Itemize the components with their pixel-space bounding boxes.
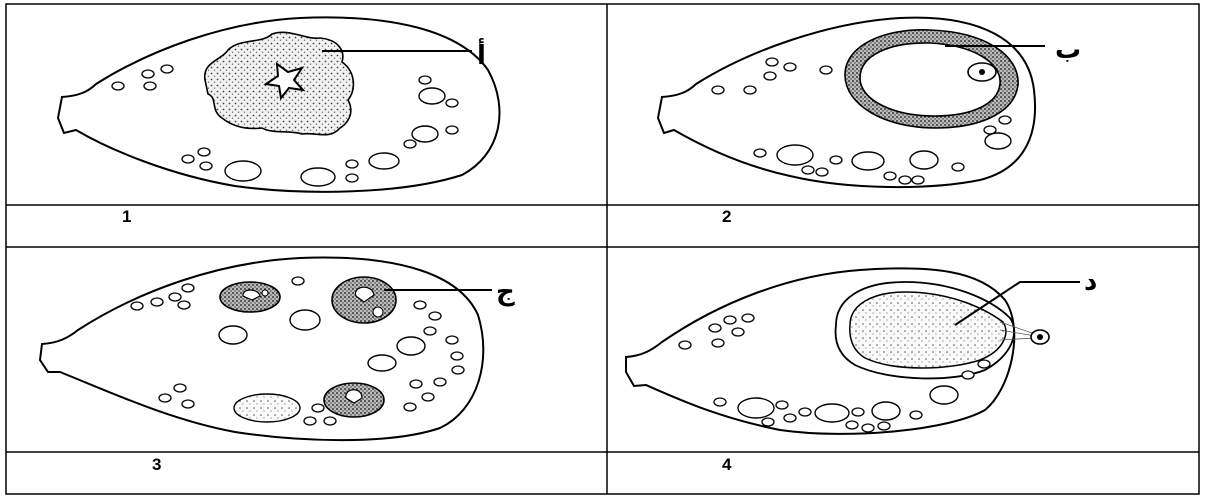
- panel-number-1: 1: [122, 207, 131, 226]
- panel-label-4: د: [1084, 267, 1097, 297]
- panel-1: 1 أ: [58, 17, 500, 226]
- panel-4: 4 د: [626, 267, 1097, 474]
- panel-label-2: ب: [1055, 35, 1081, 65]
- egg-nucleus: [979, 69, 985, 75]
- dotted-vacuole-3: [234, 394, 300, 422]
- nucleus-group-3a: [220, 282, 280, 312]
- panel-label-1: أ: [477, 38, 486, 71]
- nucleus-group-3b: [332, 277, 396, 323]
- panel-number-4: 4: [722, 455, 732, 474]
- panel-2: 2 ب: [658, 18, 1081, 226]
- panel-number-3: 3: [152, 455, 161, 474]
- panel-3: 3 ج: [40, 258, 515, 474]
- panel-label-3: ج: [496, 277, 515, 307]
- nucleus-group-3c: [324, 383, 384, 417]
- panel-number-2: 2: [722, 207, 731, 226]
